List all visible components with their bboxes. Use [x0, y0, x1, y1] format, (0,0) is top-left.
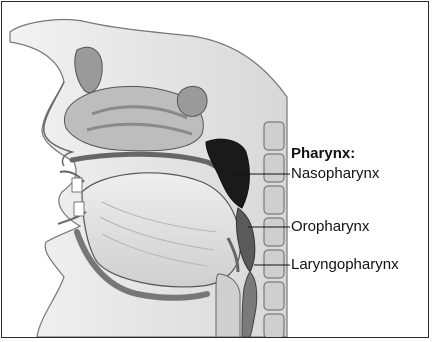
laryngopharynx-label: Laryngopharynx — [291, 256, 399, 274]
larynx — [216, 274, 240, 337]
upper-teeth — [72, 178, 82, 192]
sphenoid-sinus — [177, 86, 207, 116]
diagram-frame: Pharynx: Nasopharynx Oropharynx Laryngop… — [1, 1, 429, 338]
pharynx-heading: Pharynx: — [291, 145, 355, 163]
cervical-spine — [264, 122, 284, 337]
tongue — [82, 173, 240, 287]
lower-teeth — [74, 202, 84, 216]
oropharynx-label: Oropharynx — [291, 218, 369, 236]
nasopharynx-label: Nasopharynx — [291, 165, 379, 183]
